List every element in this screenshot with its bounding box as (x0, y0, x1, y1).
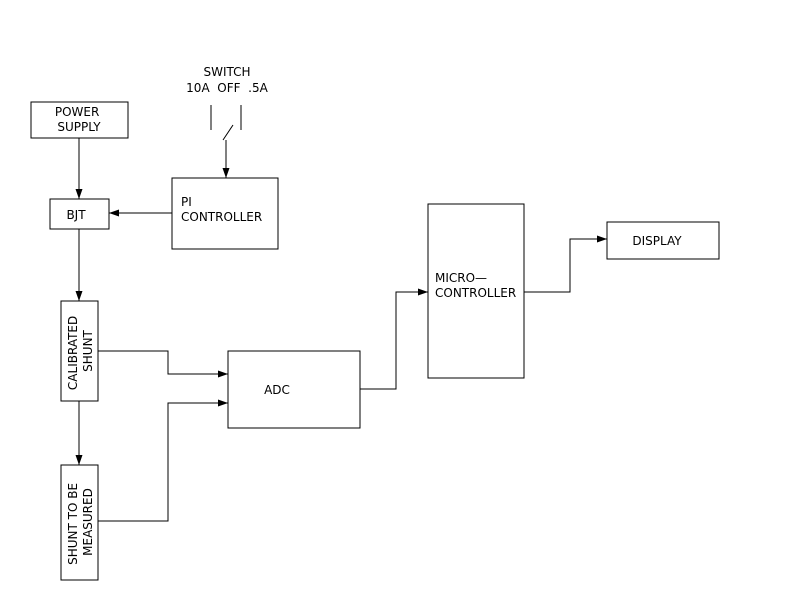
switch-blade (222, 124, 234, 141)
svg-text:POWER SUPPLY: POWER SUPPLY (55, 105, 103, 134)
bjt-block: BJT (49, 198, 110, 230)
shunt-to-be-measured-label-line1: SHUNT TO BE (66, 483, 80, 565)
pi-controller-block: PI CONTROLLER (171, 177, 279, 250)
microcontroller-label-line2: CONTROLLER (435, 286, 516, 300)
svg-text:PI CONTROLLER: PI CONTROLLER (181, 195, 262, 224)
adc-to-microcontroller-arrow (360, 288, 428, 390)
display-label: DISPLAY (632, 234, 682, 248)
switch: SWITCH 10A OFF .5A (186, 65, 269, 178)
pi-controller-label-line1: PI (181, 195, 192, 209)
switch-title: SWITCH (203, 65, 250, 79)
shunt-to-be-measured-block: SHUNT TO BE MEASURED (60, 464, 99, 581)
calibrated-shunt-to-adc-arrow (98, 350, 228, 378)
adc-label: ADC (264, 383, 290, 397)
shunt-to-be-measured-label-line2: MEASURED (81, 488, 95, 556)
microcontroller-to-display-arrow (524, 235, 607, 293)
svg-text:SHUNT TO BE MEASURED: SHUNT TO BE MEASURED (66, 479, 95, 565)
measured-shunt-to-adc-arrow (98, 399, 228, 522)
adc-block: ADC (227, 350, 361, 429)
display-block: DISPLAY (606, 221, 720, 260)
bjt-label: BJT (66, 208, 86, 222)
calibrated-shunt-label-line1: CALIBRATED (66, 316, 80, 390)
connections (75, 138, 607, 522)
calibrated-shunt-block: CALIBRATED SHUNT (60, 300, 99, 402)
svg-text:CALIBRATED SHUNT: CALIBRATED SHUNT (66, 312, 95, 390)
power-supply-block: POWER SUPPLY (30, 101, 129, 139)
power-supply-label-line1: POWER (55, 105, 99, 119)
microcontroller-block: MICRO— CONTROLLER (427, 203, 525, 379)
switch-positions: 10A OFF .5A (186, 81, 268, 95)
pi-controller-label-line2: CONTROLLER (181, 210, 262, 224)
calibrated-shunt-label-line2: SHUNT (81, 329, 95, 371)
microcontroller-label-line1: MICRO— (435, 271, 487, 285)
svg-text:MICRO— CONTROLLER: MICRO— CONTROLLER (435, 271, 516, 300)
power-supply-label-line2: SUPPLY (57, 120, 101, 134)
